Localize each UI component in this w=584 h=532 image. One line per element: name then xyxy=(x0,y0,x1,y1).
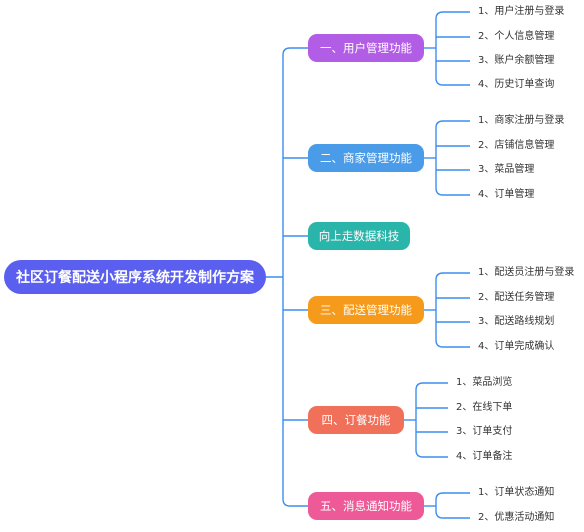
leaf-item[interactable]: 4、历史订单查询 xyxy=(478,79,555,90)
leaf-item[interactable]: 4、订单完成确认 xyxy=(478,341,555,352)
leaf-item[interactable]: 4、订单管理 xyxy=(478,189,535,200)
branch-connector xyxy=(282,498,308,507)
leaf-connector xyxy=(435,510,470,519)
branch-connector xyxy=(282,47,308,56)
branch-user-management[interactable]: 一、用户管理功能 xyxy=(308,34,424,62)
branch-delivery-management[interactable]: 三、配送管理功能 xyxy=(308,296,424,324)
branch-watermark-company[interactable]: 向上走数据科技 xyxy=(308,222,410,250)
leaf-item[interactable]: 3、订单支付 xyxy=(456,426,513,437)
leaf-item[interactable]: 3、配送路线规划 xyxy=(478,316,555,327)
leaf-item[interactable]: 2、配送任务管理 xyxy=(478,292,555,303)
branch-ordering[interactable]: 四、订餐功能 xyxy=(308,406,404,434)
branch-notifications[interactable]: 五、消息通知功能 xyxy=(308,492,424,520)
leaf-item[interactable]: 2、优惠活动通知 xyxy=(478,512,555,523)
leaf-connector xyxy=(415,449,448,458)
leaf-item[interactable]: 2、店铺信息管理 xyxy=(478,140,555,151)
leaf-connector xyxy=(435,272,470,281)
leaf-item[interactable]: 1、菜品浏览 xyxy=(456,377,513,388)
leaf-connector xyxy=(435,492,470,501)
root-node[interactable]: 社区订餐配送小程序系统开发制作方案 xyxy=(4,260,266,294)
leaf-item[interactable]: 1、订单状态通知 xyxy=(478,487,555,498)
leaf-item[interactable]: 1、用户注册与登录 xyxy=(478,6,565,17)
leaf-connector xyxy=(435,77,470,86)
leaf-connector xyxy=(435,187,470,196)
leaf-connector xyxy=(435,120,470,129)
leaf-item[interactable]: 1、配送员注册与登录 xyxy=(478,267,575,278)
branch-merchant-management[interactable]: 二、商家管理功能 xyxy=(308,144,424,172)
leaf-connector xyxy=(435,339,470,348)
leaf-connector xyxy=(415,382,448,391)
leaf-item[interactable]: 2、个人信息管理 xyxy=(478,31,555,42)
leaf-item[interactable]: 1、商家注册与登录 xyxy=(478,115,565,126)
leaf-connector xyxy=(435,11,470,20)
leaf-item[interactable]: 3、账户余额管理 xyxy=(478,55,555,66)
leaf-item[interactable]: 4、订单备注 xyxy=(456,451,513,462)
leaf-item[interactable]: 2、在线下单 xyxy=(456,402,513,413)
leaf-item[interactable]: 3、菜品管理 xyxy=(478,164,535,175)
